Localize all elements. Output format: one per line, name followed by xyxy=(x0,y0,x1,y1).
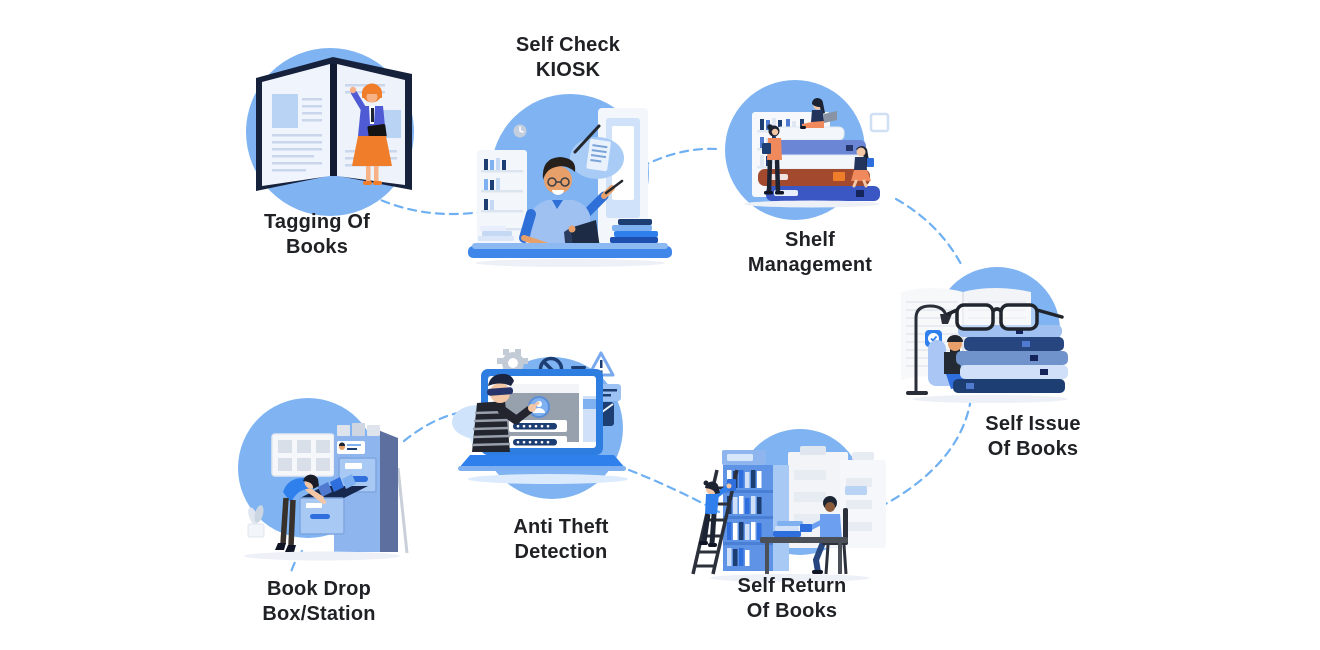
shelf-management-illustration xyxy=(725,80,890,220)
patron-figure xyxy=(519,157,624,256)
label-line: Management xyxy=(747,254,873,276)
label-line: Of Books xyxy=(746,600,838,622)
step-label-tagging-of-books: Tagging Of Books xyxy=(264,210,370,260)
self-return-of-books-illustration xyxy=(691,429,886,582)
label-line: Of Books xyxy=(987,438,1079,460)
label-line: KIOSK xyxy=(535,59,601,81)
password-field xyxy=(509,436,567,448)
label-line: Self Return xyxy=(737,575,847,597)
label-line: Books xyxy=(285,236,349,258)
step-label-anti-theft-detection: Anti Theft Detection xyxy=(513,515,608,565)
label-line: Shelf xyxy=(785,229,835,251)
bending-woman-figure xyxy=(275,474,326,552)
label-line: Box/Station xyxy=(262,603,376,625)
step-label-book-drop-box-station: Book Drop Box/Station xyxy=(262,577,375,627)
document-icon xyxy=(586,139,611,172)
self-issue-of-books-illustration xyxy=(901,267,1068,403)
wall-frame xyxy=(271,433,335,477)
connector-kiosk-to-shelf xyxy=(639,147,719,169)
password-field xyxy=(509,420,567,432)
floor-lamp-icon xyxy=(906,304,952,395)
book-drop-box-station-illustration xyxy=(238,398,409,561)
step-label-self-issue-of-books: Self Issue Of Books xyxy=(985,412,1080,462)
standing-reader-figure xyxy=(762,124,784,195)
label-line: Self Issue xyxy=(985,413,1081,435)
sitting-reader-figure xyxy=(851,146,874,188)
label-line: Anti Theft xyxy=(513,516,609,538)
connector-shelf-to-issue xyxy=(894,197,964,268)
plant-icon xyxy=(247,505,265,538)
self-check-kiosk-illustration xyxy=(468,94,672,267)
label-line: Self Check xyxy=(515,34,621,56)
avatar-lock-icon xyxy=(528,396,550,418)
pencil-icon xyxy=(573,124,601,154)
label-line: Detection xyxy=(514,541,608,563)
drop-box-cabinet xyxy=(299,423,398,552)
step-label-self-check-kiosk: Self Check KIOSK xyxy=(516,33,620,83)
label-line: Tagging Of xyxy=(263,211,371,233)
eyeglasses-icon xyxy=(946,303,1064,331)
librarian-figure xyxy=(349,83,392,185)
step-label-shelf-management: Shelf Management xyxy=(748,228,872,278)
tagging-of-books-illustration xyxy=(246,48,414,216)
bookmark-tag-icon xyxy=(833,172,845,181)
anti-theft-detection-illustration xyxy=(452,349,628,499)
connector-issue-to-return xyxy=(866,396,973,515)
sitting-laptop-figure xyxy=(800,97,837,129)
label-line: Book Drop xyxy=(266,578,372,600)
shelving-woman-figure xyxy=(699,479,736,547)
picture-frame-icon xyxy=(869,112,890,133)
thief-figure xyxy=(471,373,540,452)
step-label-self-return-of-books: Self Return Of Books xyxy=(738,574,847,624)
